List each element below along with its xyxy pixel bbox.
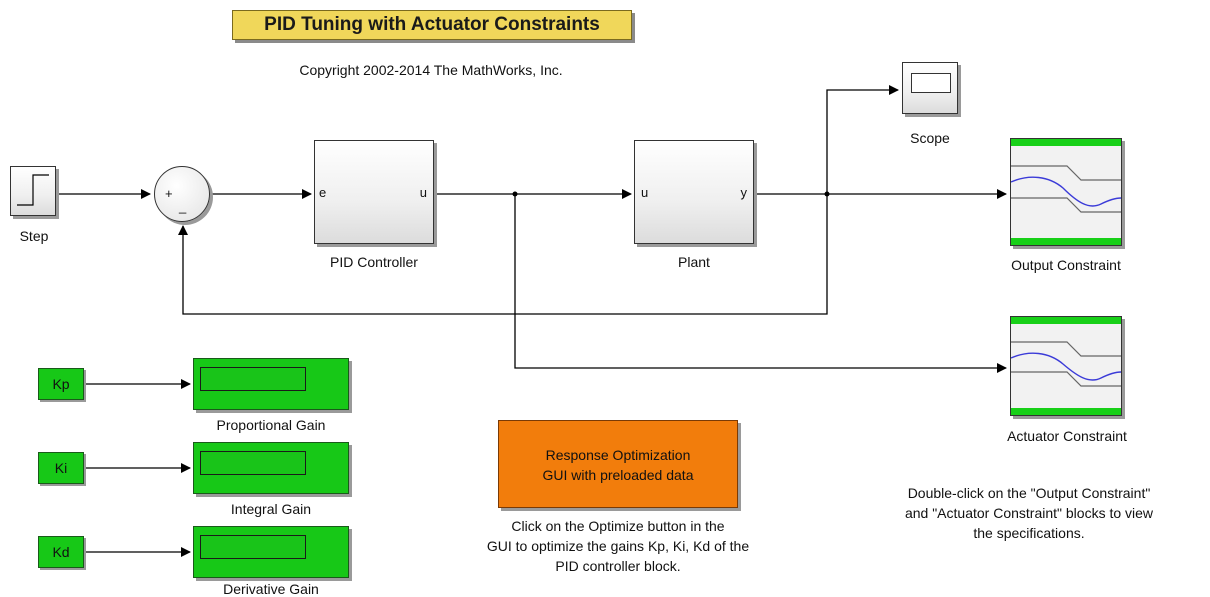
copyright-text: Copyright 2002-2014 The MathWorks, Inc.	[299, 62, 563, 78]
pid-controller-block[interactable]: e u	[314, 140, 434, 244]
optimization-line-2: GUI with preloaded data	[542, 467, 694, 483]
sum-plus-sign: +	[165, 186, 173, 201]
proportional-gain-label: Proportional Gain	[216, 417, 326, 433]
note-line: PID controller block.	[555, 558, 681, 574]
plant-output-port: y	[740, 185, 748, 200]
actuator-line	[514, 194, 1007, 373]
constraint-bottom-bar	[1011, 238, 1121, 245]
scope-block[interactable]	[902, 62, 958, 114]
ki-constant-block[interactable]: Ki	[38, 452, 84, 484]
plant-block[interactable]: u y	[634, 140, 754, 244]
integral-gain-display[interactable]	[193, 442, 349, 494]
note-line: and "Actuator Constraint" blocks to view	[904, 505, 1154, 521]
derivative-gain-display[interactable]	[193, 526, 349, 578]
display-field	[200, 451, 306, 475]
model-title: PID Tuning with Actuator Constraints	[232, 10, 632, 40]
constraint-top-bar	[1011, 317, 1121, 324]
output-constraint-block[interactable]	[1010, 138, 1122, 246]
branch-point	[512, 191, 518, 197]
feedback-line	[178, 194, 828, 315]
sum-block[interactable]: + _	[154, 166, 210, 222]
to-scope-line	[826, 85, 899, 194]
display-field	[200, 367, 306, 391]
constraint-top-bar	[1011, 139, 1121, 146]
kd-constant-block[interactable]: Kd	[38, 536, 84, 568]
pid-controller-label: PID Controller	[330, 254, 418, 270]
actuator-constraint-label: Actuator Constraint	[1007, 428, 1127, 444]
scope-label: Scope	[910, 130, 950, 146]
optimization-line-1: Response Optimization	[545, 447, 691, 463]
plant-label: Plant	[678, 254, 710, 270]
note-line: Click on the Optimize button in the	[511, 518, 725, 534]
scope-screen-icon	[911, 73, 951, 93]
step-icon	[17, 174, 49, 206]
note-line: Double-click on the "Output Constraint"	[907, 485, 1151, 501]
output-constraint-label: Output Constraint	[1011, 257, 1121, 273]
sum-minus-sign: _	[179, 199, 187, 214]
note-line: GUI to optimize the gains Kp, Ki, Kd of …	[486, 538, 750, 554]
display-field	[200, 535, 306, 559]
derivative-gain-label: Derivative Gain	[223, 581, 319, 597]
constraints-note: Double-click on the "Output Constraint" …	[848, 483, 1210, 543]
constraint-plot-icon	[1011, 341, 1121, 387]
constraint-plot-icon	[1011, 165, 1121, 213]
optimize-note: Click on the Optimize button in the GUI …	[438, 516, 798, 576]
pid-input-port: e	[319, 185, 327, 200]
response-optimization-block[interactable]: Response Optimization GUI with preloaded…	[498, 420, 738, 508]
step-block[interactable]	[10, 166, 56, 216]
branch-point	[824, 191, 830, 197]
proportional-gain-display[interactable]	[193, 358, 349, 410]
constraint-bottom-bar	[1011, 408, 1121, 415]
kp-constant-block[interactable]: Kp	[38, 368, 84, 400]
step-label: Step	[19, 228, 49, 244]
plant-input-port: u	[641, 185, 649, 200]
note-line: the specifications.	[973, 525, 1085, 541]
pid-output-port: u	[419, 185, 427, 200]
actuator-constraint-block[interactable]	[1010, 316, 1122, 416]
integral-gain-label: Integral Gain	[230, 501, 312, 517]
